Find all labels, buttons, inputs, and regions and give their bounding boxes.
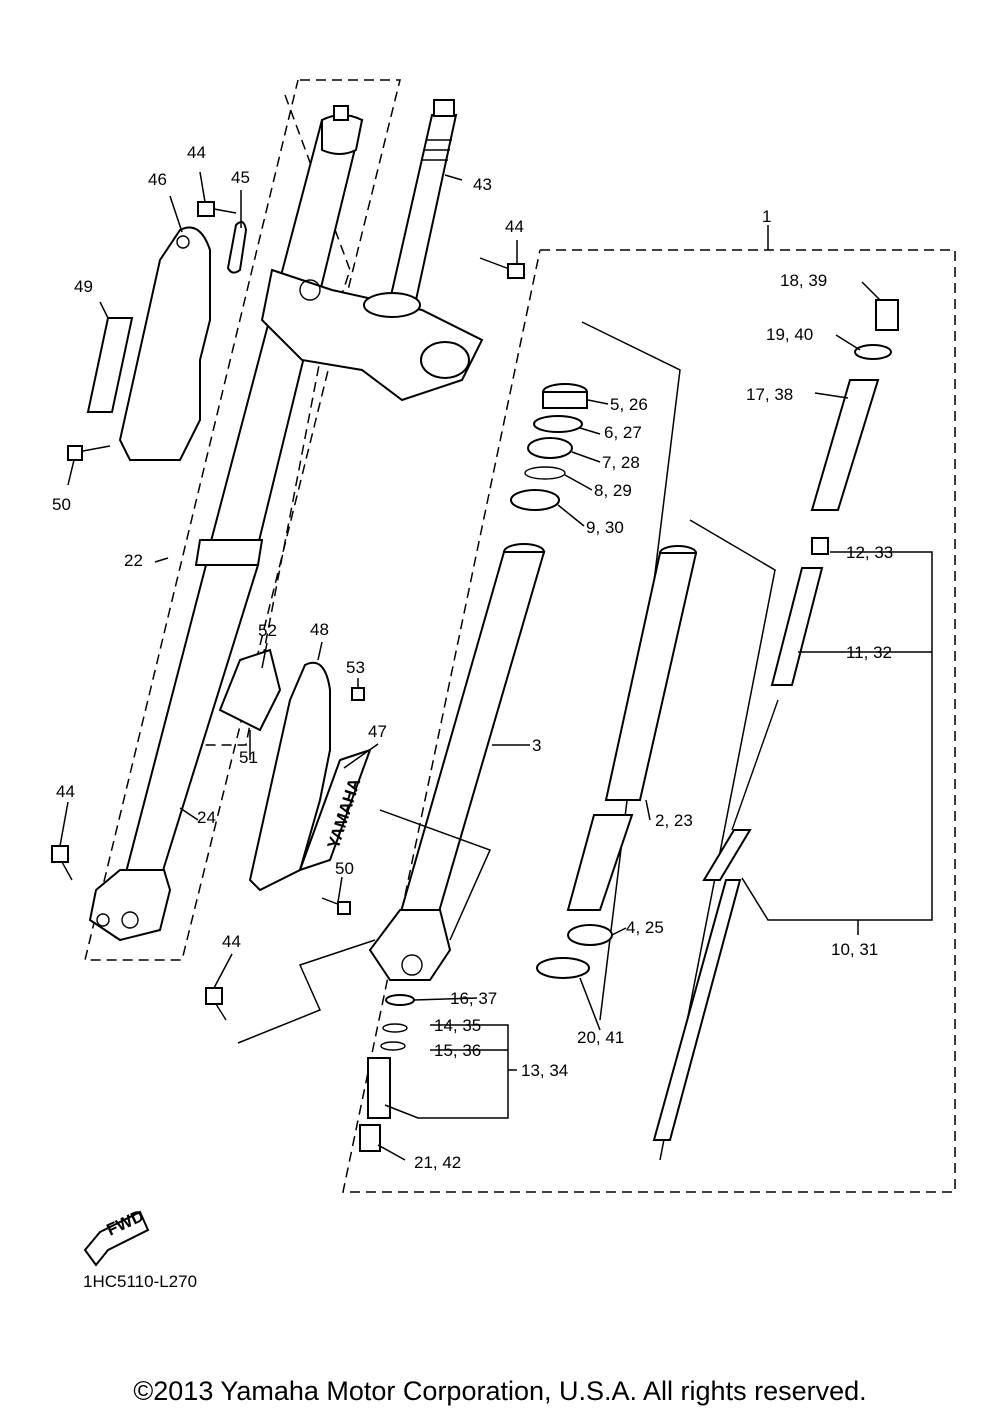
label-50-right: 50: [335, 859, 354, 878]
label-1: 1: [762, 207, 771, 226]
label-43: 43: [473, 175, 492, 194]
label-18-39: 18, 39: [780, 271, 827, 290]
label-4-25: 4, 25: [626, 918, 664, 937]
label-44-bottom: 44: [222, 932, 241, 951]
damper-assembly: [652, 299, 899, 1141]
label-3: 3: [532, 736, 541, 755]
label-16-37: 16, 37: [450, 989, 497, 1008]
label-47: 47: [368, 722, 387, 741]
label-44-right: 44: [505, 217, 524, 236]
label-9-30: 9, 30: [586, 518, 624, 537]
label-52: 52: [258, 621, 277, 640]
label-17-38: 17, 38: [746, 385, 793, 404]
left-fork-leg: [88, 105, 364, 942]
label-48: 48: [310, 620, 329, 639]
label-21-42: 21, 42: [414, 1153, 461, 1172]
copyright-notice: ©2013 Yamaha Motor Corporation, U.S.A. A…: [133, 1376, 867, 1406]
label-44-left: 44: [56, 782, 75, 801]
label-11-32: 11, 32: [846, 643, 892, 662]
fork-guard-46: [67, 226, 211, 461]
label-6-27: 6, 27: [604, 423, 642, 442]
label-15-36: 15, 36: [434, 1041, 481, 1060]
label-10-31: 10, 31: [831, 940, 878, 959]
label-12-33: 12, 33: [846, 543, 893, 562]
label-2-23: 2, 23: [655, 811, 693, 830]
label-45: 45: [231, 168, 250, 187]
outer-tube-3: [368, 543, 546, 981]
seal-stack: [510, 321, 681, 1021]
label-49: 49: [74, 277, 93, 296]
right-bolt-44: [479, 257, 525, 279]
label-13-34: 13, 34: [521, 1061, 568, 1080]
label-50-left: 50: [52, 495, 71, 514]
label-46: 46: [148, 170, 167, 189]
diagram-code: 1HC5110-L270: [83, 1272, 197, 1291]
label-20-41: 20, 41: [577, 1028, 624, 1047]
base-valve-parts: [359, 994, 415, 1152]
label-51: 51: [239, 748, 258, 767]
fwd-arrow-icon: FWD: [83, 1206, 150, 1267]
part-labels: 1 2, 23 3 4, 25 5, 26 6, 27 7, 28 8, 29 …: [52, 143, 893, 1172]
label-8-29: 8, 29: [594, 481, 632, 500]
label-14-35: 14, 35: [434, 1016, 481, 1035]
label-7-28: 7, 28: [602, 453, 640, 472]
leader-lines: [59, 171, 933, 1161]
steering-stem: [260, 99, 484, 402]
label-5-26: 5, 26: [610, 395, 648, 414]
label-44-top: 44: [187, 143, 206, 162]
lower-bolts-44: [51, 845, 376, 1044]
lower-fork-guard-48: [218, 648, 372, 915]
label-53: 53: [346, 658, 365, 677]
label-22: 22: [124, 551, 143, 570]
label-19-40: 19, 40: [766, 325, 813, 344]
label-24: 24: [197, 808, 216, 827]
